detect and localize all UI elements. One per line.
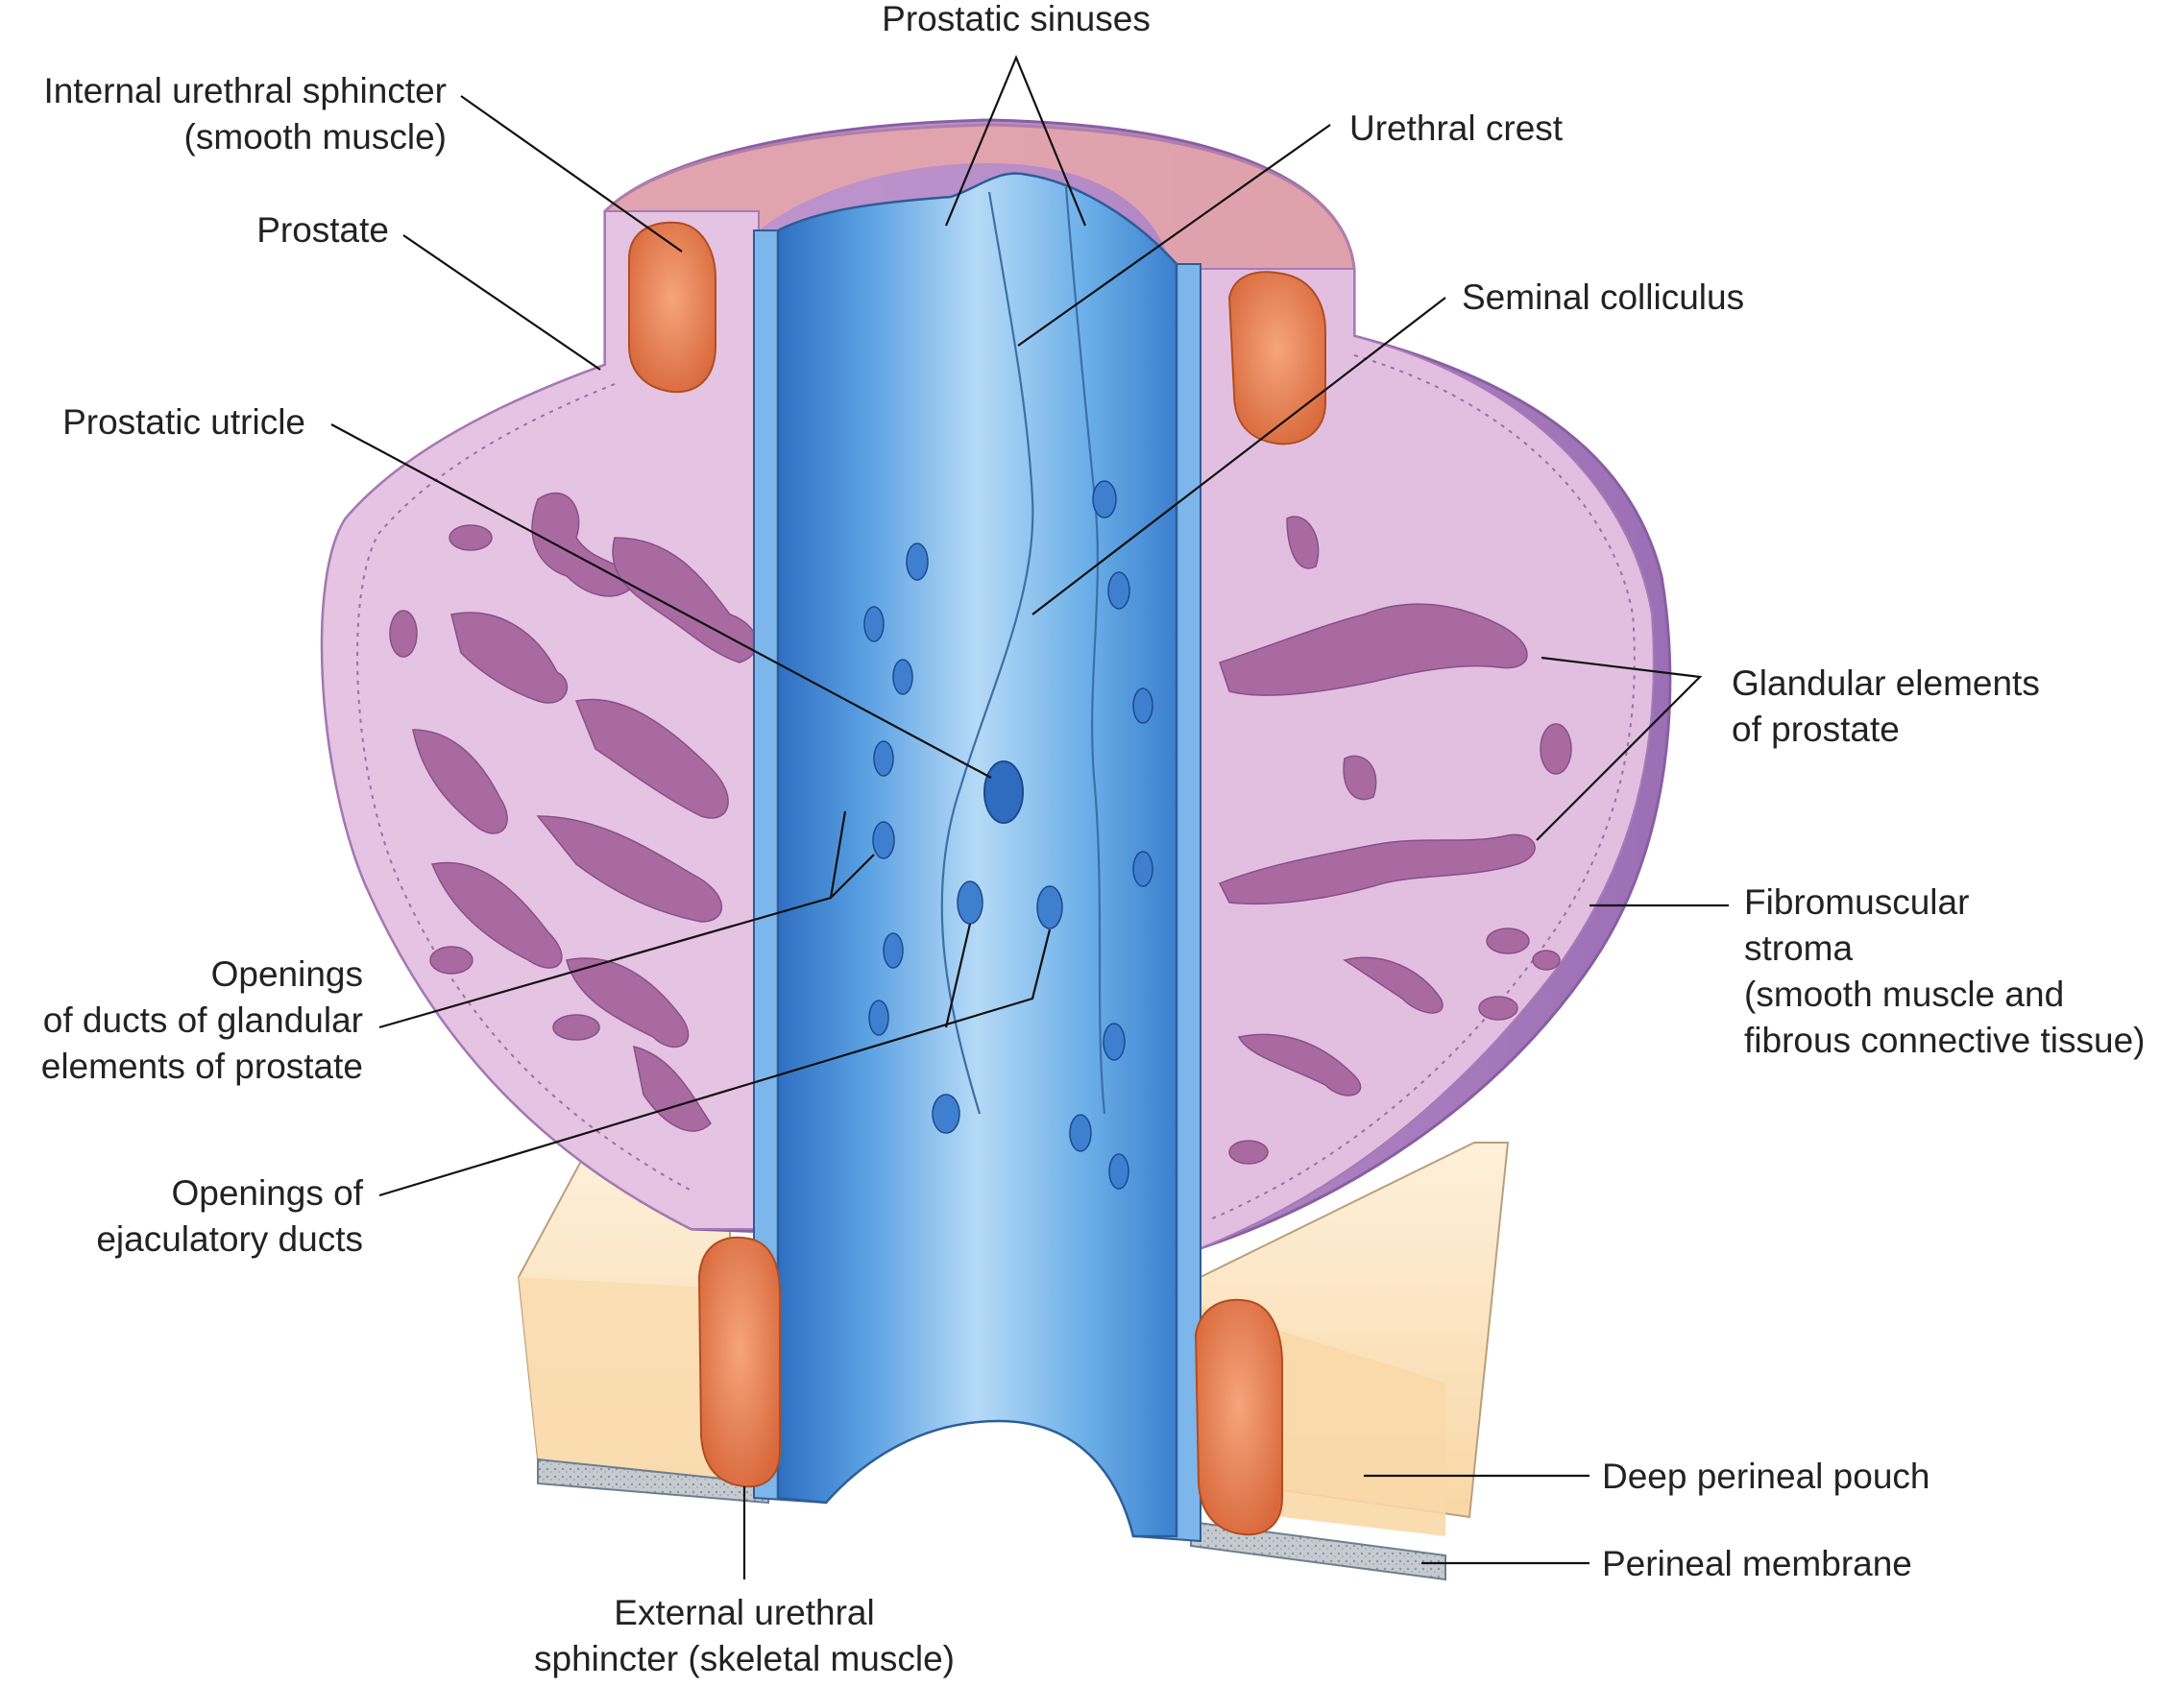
membrane-left [537, 1458, 769, 1505]
urethra [753, 172, 1201, 1543]
leader-seminal-colliculus [1031, 297, 1446, 615]
duct-opening [892, 659, 913, 695]
duct-opening [868, 1000, 889, 1036]
top-collar-rim [603, 123, 1356, 270]
glandular-elements-right [1218, 516, 1572, 1165]
gland-left-9 [633, 1045, 712, 1132]
label-fibromuscular-4: fibrous connective tissue) [1744, 1021, 2145, 1060]
leader-prostatic-utricle [330, 423, 992, 779]
leader-glandular [1536, 656, 1703, 841]
label-prostatic-utricle: Prostatic utricle [62, 402, 305, 442]
gland-left-11 [389, 610, 418, 658]
ejaculatory-duct-opening-left [957, 880, 983, 925]
duct-opening [872, 821, 895, 859]
gland-right-11 [1228, 1140, 1269, 1165]
ejaculatory-duct-opening-right [1036, 885, 1063, 929]
gland-left-5 [412, 729, 508, 834]
pouch-left-front [519, 1277, 759, 1483]
label-prostatic-sinuses: Prostatic sinuses [882, 0, 1151, 38]
label-fibromuscular-3: (smooth muscle and [1744, 975, 2064, 1014]
label-internal-sphincter-2: (smooth muscle) [184, 117, 447, 157]
external-sphincter-right [1194, 1298, 1283, 1536]
duct-opening [1069, 1114, 1092, 1152]
duct-opening [883, 932, 904, 969]
glandular-elements-left [389, 492, 758, 1132]
internal-sphincter-ring [605, 125, 1354, 269]
gland-right-3 [1286, 516, 1320, 569]
duct-opening [906, 542, 929, 581]
label-deep-perineal-pouch: Deep perineal pouch [1602, 1457, 1929, 1496]
leader-prostate [402, 234, 601, 371]
label-prostate: Prostate [256, 210, 389, 250]
gland-left-4 [574, 698, 729, 819]
leader-openings-ejaculatory [378, 928, 1052, 1197]
duct-opening [1107, 571, 1130, 610]
gland-left-7 [430, 861, 563, 969]
duct-opening [1132, 687, 1153, 724]
label-fibromuscular-1: Fibromuscular [1744, 882, 1969, 922]
stroma-left-dotted [356, 383, 692, 1192]
label-external-sphincter-2: sphincter (skeletal muscle) [534, 1639, 955, 1678]
stroma-left-face [321, 210, 760, 1230]
gland-left-2 [612, 537, 758, 663]
label-openings-ejaculatory-2: ejaculatory ducts [96, 1219, 363, 1259]
gland-right-7 [1540, 723, 1572, 775]
stroma-right-face [1200, 268, 1655, 1250]
label-openings-ejaculatory-1: Openings of [171, 1173, 363, 1213]
label-glandular-1: Glandular elements [1732, 663, 2040, 703]
urethra-lumen [776, 172, 1178, 1538]
duct-opening [932, 1094, 960, 1134]
stroma-right-dotted [1209, 354, 1636, 1220]
label-fibromuscular-2: stroma [1744, 928, 1854, 968]
gland-left-13 [552, 1014, 600, 1041]
gland-left-10 [449, 524, 493, 551]
label-openings-glandular-1: Openings [211, 954, 363, 994]
duct-opening [1092, 480, 1117, 518]
duct-opening [1103, 1023, 1126, 1061]
leader-openings-ejaculatory-2 [944, 923, 972, 1028]
prostatic-utricle-opening [983, 760, 1024, 824]
leader-prostatic-sinuses [944, 55, 1087, 227]
leader-urethral-crest [1017, 124, 1331, 347]
leader-internal-sphincter [460, 95, 683, 253]
label-perineal-membrane: Perineal membrane [1602, 1544, 1912, 1583]
internal-sphincter-right [1227, 271, 1326, 446]
duct-opening [1132, 851, 1153, 887]
gland-right-5 [1237, 1033, 1362, 1097]
external-sphincter-left [697, 1236, 781, 1488]
urethral-crest [940, 191, 1034, 1115]
gland-left-8 [566, 957, 690, 1048]
gland-left-3 [450, 612, 568, 704]
leader-openings-glandular-2 [830, 854, 875, 899]
internal-sphincter-left [628, 221, 716, 394]
gland-right-2 [1218, 833, 1536, 905]
sphincter-muscles [628, 221, 1326, 1536]
label-openings-glandular-2: of ducts of glandular [43, 1000, 363, 1040]
leader-lines [330, 55, 1729, 1579]
duct-opening [873, 740, 894, 777]
gland-right-6 [1343, 956, 1444, 1014]
label-glandular-2: of prostate [1732, 710, 1900, 749]
gland-left-12 [429, 946, 473, 975]
gland-right-1 [1219, 603, 1528, 696]
perineal-membrane [537, 1458, 1446, 1581]
gland-left-6 [536, 815, 723, 923]
label-external-sphincter-1: External urethral [614, 1593, 874, 1632]
gland-right-10 [1478, 996, 1518, 1021]
gland-right-8 [1486, 928, 1530, 954]
label-openings-glandular-3: elements of prostate [41, 1047, 363, 1086]
gland-right-9 [1532, 950, 1561, 971]
label-internal-sphincter-1: Internal urethral sphincter [43, 71, 447, 110]
duct-opening [863, 606, 885, 642]
labels: Prostatic sinuses Internal urethral sphi… [41, 0, 2146, 1678]
duct-openings [863, 480, 1153, 1190]
label-urethral-crest: Urethral crest [1349, 108, 1564, 148]
urethral-crest-right [1064, 186, 1106, 1115]
gland-right-4 [1343, 755, 1377, 801]
label-seminal-colliculus: Seminal colliculus [1462, 277, 1744, 317]
duct-opening [1108, 1153, 1129, 1190]
